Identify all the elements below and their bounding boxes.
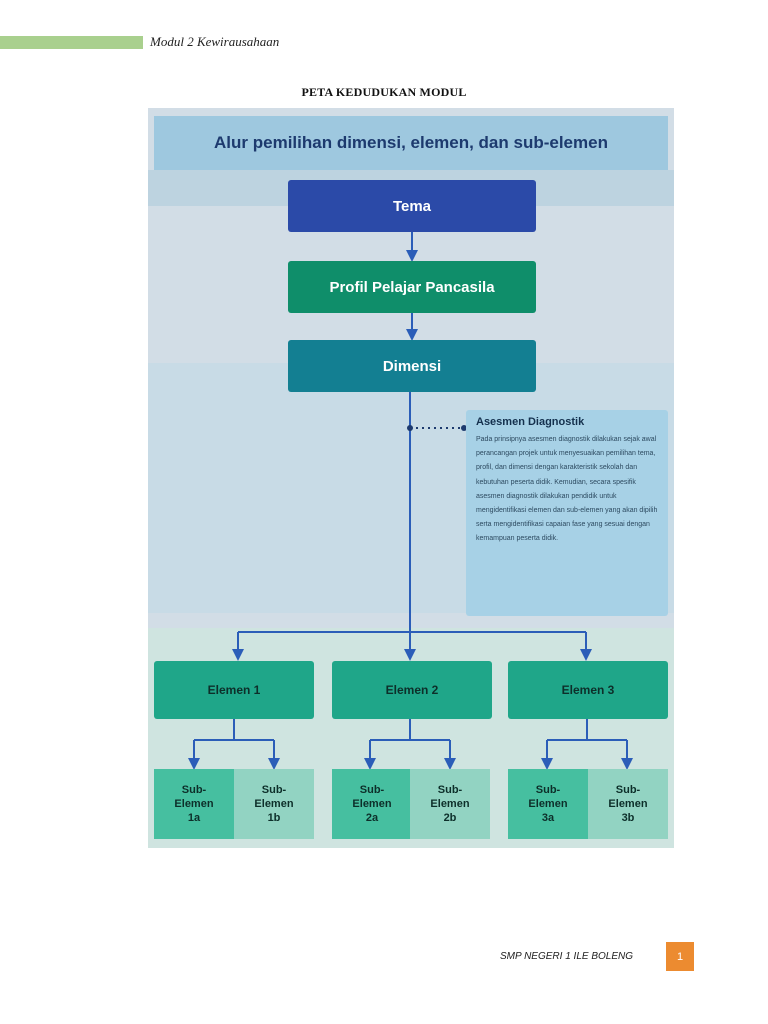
flow-diagram: Alur pemilihan dimensi, elemen, dan sub-… [148,108,674,848]
tema-box: Tema [288,180,536,232]
footer-school-name: SMP NEGERI 1 ILE BOLENG [500,951,634,962]
sub-elemen-3b-box: Sub- Elemen 3b [588,769,668,839]
callout-body: Pada prinsipnya asesmen diagnostik dilak… [476,436,658,543]
sub-elemen-1b-box: Sub- Elemen 1b [234,769,314,839]
module-title: Modul 2 Kewirausahaan [150,34,280,49]
sub-elemen-2b-box: Sub- Elemen 2b [410,769,490,839]
page-title: PETA KEDUDUKAN MODUL [301,85,467,99]
sub-elemen-2a-box: Sub- Elemen 2a [332,769,412,839]
dimensi-box: Dimensi [288,340,536,392]
elemen-1-box: Elemen 1 [154,661,314,719]
connector-lines [188,232,633,770]
header-accent-bar [0,36,143,49]
elemen-2-box: Elemen 2 [332,661,492,719]
sub-elemen-3a-box: Sub- Elemen 3a [508,769,588,839]
diagram-title: Alur pemilihan dimensi, elemen, dan sub-… [154,116,668,170]
callout-title: Asesmen Diagnostik [476,416,585,428]
sub-elemen-1a-box: Sub- Elemen 1a [154,769,234,839]
asesmen-diagnostik-callout: Asesmen Diagnostik Pada prinsipnya asesm… [466,410,668,616]
elemen-3-box: Elemen 3 [508,661,668,719]
page-number: 1 [666,942,694,971]
profil-pelajar-pancasila-box: Profil Pelajar Pancasila [288,261,536,313]
